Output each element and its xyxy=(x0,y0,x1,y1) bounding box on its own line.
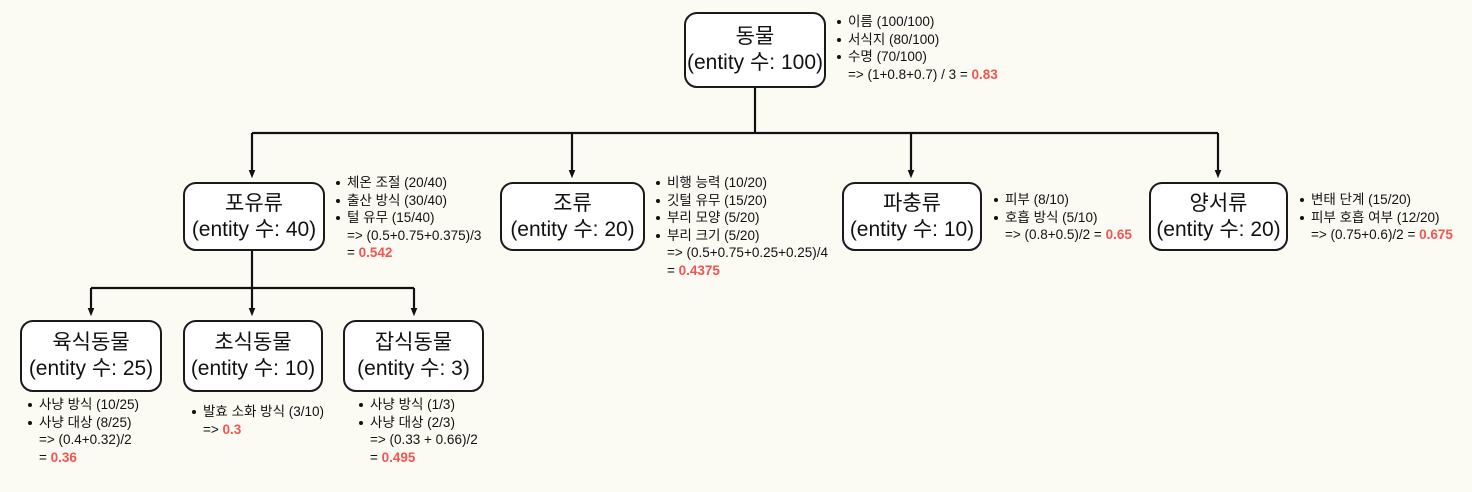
node-omnivore[interactable]: 잡식동물 (entity 수: 3) xyxy=(343,320,484,392)
attr-item: 깃털 유무 (15/20) xyxy=(655,192,828,210)
attrs-herbivore: 발효 소화 방식 (3/10) => 0.3 xyxy=(188,403,324,438)
attr-formula: => (0.5+0.75+0.375)/3 xyxy=(347,227,482,243)
attr-item: 이름 (100/100) xyxy=(837,13,998,31)
node-carnivore[interactable]: 육식동물 (entity 수: 25) xyxy=(20,320,162,392)
node-herbivore[interactable]: 초식동물 (entity 수: 10) xyxy=(183,320,323,392)
node-animal-count: (entity 수: 100) xyxy=(686,51,824,74)
score-value: 0.3 xyxy=(222,421,242,437)
node-animal[interactable]: 동물 (entity 수: 100) xyxy=(684,12,826,88)
formula-text: = xyxy=(667,262,679,278)
attrs-animal: 이름 (100/100) 서식지 (80/100) 수명 (70/100) =>… xyxy=(833,13,998,83)
attr-formula-result: = 0.36 xyxy=(24,449,139,467)
attr-formula: => (0.75+0.6)/2 = 0.675 xyxy=(1296,226,1453,244)
node-bird-count: (entity 수: 20) xyxy=(510,217,635,241)
node-bird[interactable]: 조류 (entity 수: 20) xyxy=(500,182,645,251)
score-value: 0.542 xyxy=(358,245,393,261)
attr-formula: => (0.33 + 0.66)/2 xyxy=(370,432,478,448)
attr-item: 변태 단계 (15/20) xyxy=(1300,191,1453,209)
attr-formula: => (0.8+0.5)/2 = 0.65 xyxy=(990,226,1132,244)
node-omnivore-name: 잡식동물 xyxy=(374,331,453,355)
node-mammal-count: (entity 수: 40) xyxy=(191,217,317,241)
attr-item: 사냥 방식 (1/3) xyxy=(359,396,478,414)
attr-item: 털 유무 (15/40) xyxy=(335,209,481,227)
attrs-amphibian: 변태 단계 (15/20) 피부 호흡 여부 (12/20) => (0.75+… xyxy=(1296,191,1453,244)
attr-item: 서식지 (80/100) xyxy=(837,31,998,49)
score-value: 0.36 xyxy=(50,449,77,465)
attr-item: 사냥 대상 (8/25) xyxy=(28,414,139,432)
node-carnivore-count: (entity 수: 25) xyxy=(28,357,154,380)
attrs-carnivore: 사냥 방식 (10/25) 사냥 대상 (8/25) => (0.4+0.32)… xyxy=(24,396,139,466)
attr-item: 호흡 방식 (5/10) xyxy=(994,209,1132,227)
node-amphibian-count: (entity 수: 20) xyxy=(1156,217,1281,241)
attr-item: 사냥 대상 (2/3) xyxy=(359,414,478,432)
score-value: 0.675 xyxy=(1419,227,1453,243)
attr-formula-result: = 0.542 xyxy=(332,244,481,262)
attr-item: 체온 조절 (20/40) xyxy=(335,174,481,192)
node-reptile[interactable]: 파충류 (entity 수: 10) xyxy=(842,182,982,251)
node-animal-name: 동물 xyxy=(735,25,775,49)
attr-formula: => 0.3 xyxy=(188,421,324,439)
node-amphibian-name: 양서류 xyxy=(1189,191,1248,215)
formula-text: = xyxy=(39,449,51,465)
node-carnivore-name: 육식동물 xyxy=(52,331,130,355)
attr-formula: => (1+0.8+0.7) / 3 = 0.83 xyxy=(833,66,998,84)
node-bird-name: 조류 xyxy=(553,191,592,215)
node-mammal[interactable]: 포유류 (entity 수: 40) xyxy=(183,182,325,251)
attr-item: 사냥 방식 (10/25) xyxy=(28,397,139,412)
node-herbivore-name: 초식동물 xyxy=(214,331,292,355)
attr-item: 수명 (70/100) xyxy=(837,48,998,66)
attr-formula-result: = 0.4375 xyxy=(652,262,828,280)
formula-text: => (1+0.8+0.7) / 3 = xyxy=(848,66,972,82)
node-reptile-name: 파충류 xyxy=(883,191,941,215)
formula-text: = xyxy=(370,449,382,465)
attr-item: 부리 크기 (5/20) xyxy=(655,227,828,245)
score-value: 0.83 xyxy=(971,66,998,82)
attr-item: 비행 능력 (10/20) xyxy=(655,174,828,192)
formula-text: => xyxy=(203,421,223,437)
attr-formula: => (0.5+0.75+0.25+0.25)/4 xyxy=(667,245,829,261)
node-herbivore-count: (entity 수: 10) xyxy=(190,357,316,380)
attr-item: 출산 방식 (30/40) xyxy=(335,192,481,210)
attr-item: 피부 호흡 여부 (12/20) xyxy=(1300,209,1453,227)
attr-item: 부리 모양 (5/20) xyxy=(655,209,828,227)
node-amphibian[interactable]: 양서류 (entity 수: 20) xyxy=(1149,182,1288,251)
attr-formula: => (0.4+0.32)/2 xyxy=(39,432,132,448)
node-omnivore-count: (entity 수: 3) xyxy=(357,357,470,380)
attrs-bird: 비행 능력 (10/20) 깃털 유무 (15/20) 부리 모양 (5/20)… xyxy=(652,174,828,280)
attrs-reptile: 피부 (8/10) 호흡 방식 (5/10) => (0.8+0.5)/2 = … xyxy=(990,191,1132,244)
node-mammal-name: 포유류 xyxy=(225,191,283,215)
score-value: 0.65 xyxy=(1105,227,1132,243)
attrs-mammal: 체온 조절 (20/40) 출산 방식 (30/40) 털 유무 (15/40)… xyxy=(332,174,481,262)
formula-text: => (0.75+0.6)/2 = xyxy=(1311,227,1420,243)
score-value: 0.4375 xyxy=(678,262,720,278)
formula-text: = xyxy=(347,245,359,261)
node-reptile-count: (entity 수: 10) xyxy=(849,217,975,241)
attr-formula-result: = 0.495 xyxy=(355,449,478,467)
formula-text: => (0.8+0.5)/2 = xyxy=(1005,227,1106,243)
score-value: 0.495 xyxy=(381,449,416,465)
attr-item: 발효 소화 방식 (3/10) xyxy=(191,404,325,419)
attr-item: 피부 (8/10) xyxy=(994,191,1132,209)
attrs-omnivore: 사냥 방식 (1/3) 사냥 대상 (2/3) => (0.33 + 0.66)… xyxy=(355,396,478,466)
